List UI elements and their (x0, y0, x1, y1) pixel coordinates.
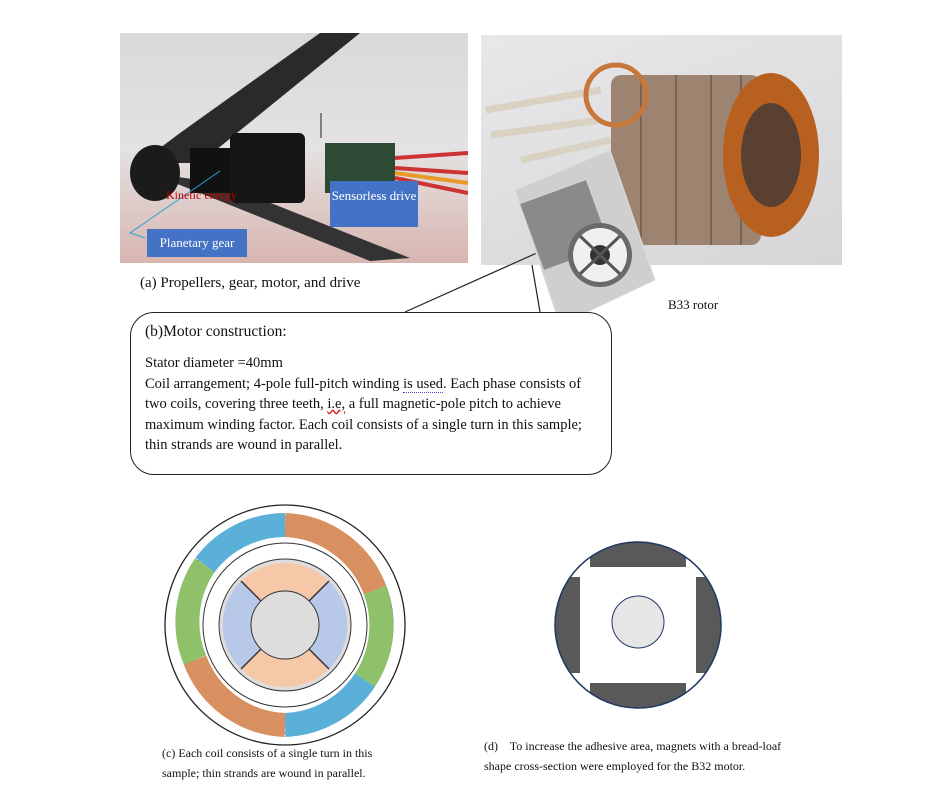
stator-cross-section-diagram (164, 504, 406, 746)
body-text: a full magnetic-pole pitch to achieve ma… (145, 396, 582, 453)
planetary-gear-label: Planetary gear (147, 229, 247, 257)
stator-diameter: Stator diameter =40mm (145, 355, 283, 371)
propeller-illustration (128, 33, 468, 261)
body-text-misspelled: i.e, (327, 396, 346, 412)
caption-a: (a) Propellers, gear, motor, and drive (140, 275, 361, 291)
caption-c-line1: (c) Each coil consists of a single turn … (162, 746, 373, 760)
photo-b33-rotor (514, 150, 656, 326)
motor-construction-callout: (b)Motor construction: Stator diameter =… (130, 312, 612, 475)
caption-d: (d) To increase the adhesive area, magne… (484, 736, 781, 776)
caption-c-line2: sample; thin strands are wound in parall… (162, 766, 366, 780)
body-text-flagged: is used (403, 375, 443, 393)
sensorless-drive-label: Sensorless drive (330, 181, 418, 227)
body-text: . Each phase consists of two coils, cove… (145, 375, 582, 413)
rotor-bread-loaf-magnets-diagram (554, 541, 722, 709)
callout-title: (b)Motor construction: (145, 323, 287, 340)
stator-illustration (485, 62, 819, 245)
kinetic-energy-label: Kinetic energy (166, 188, 237, 202)
photo-propeller-motor-drive: Kinetic energy Sensorless drive Planetar… (120, 33, 468, 263)
caption-d-line1: (d) To increase the adhesive area, magne… (484, 739, 782, 753)
caption-c: (c) Each coil consists of a single turn … (162, 743, 372, 783)
callout-body: Stator diameter =40mm Coil arrangement; … (145, 353, 597, 456)
caption-d-line2: shape cross-section were employed for th… (484, 759, 746, 773)
b33-rotor-label: B33 rotor (668, 297, 719, 312)
body-text: Coil arrangement; 4-pole full-pitch wind… (145, 375, 404, 392)
photo-stator-winding (481, 35, 842, 265)
